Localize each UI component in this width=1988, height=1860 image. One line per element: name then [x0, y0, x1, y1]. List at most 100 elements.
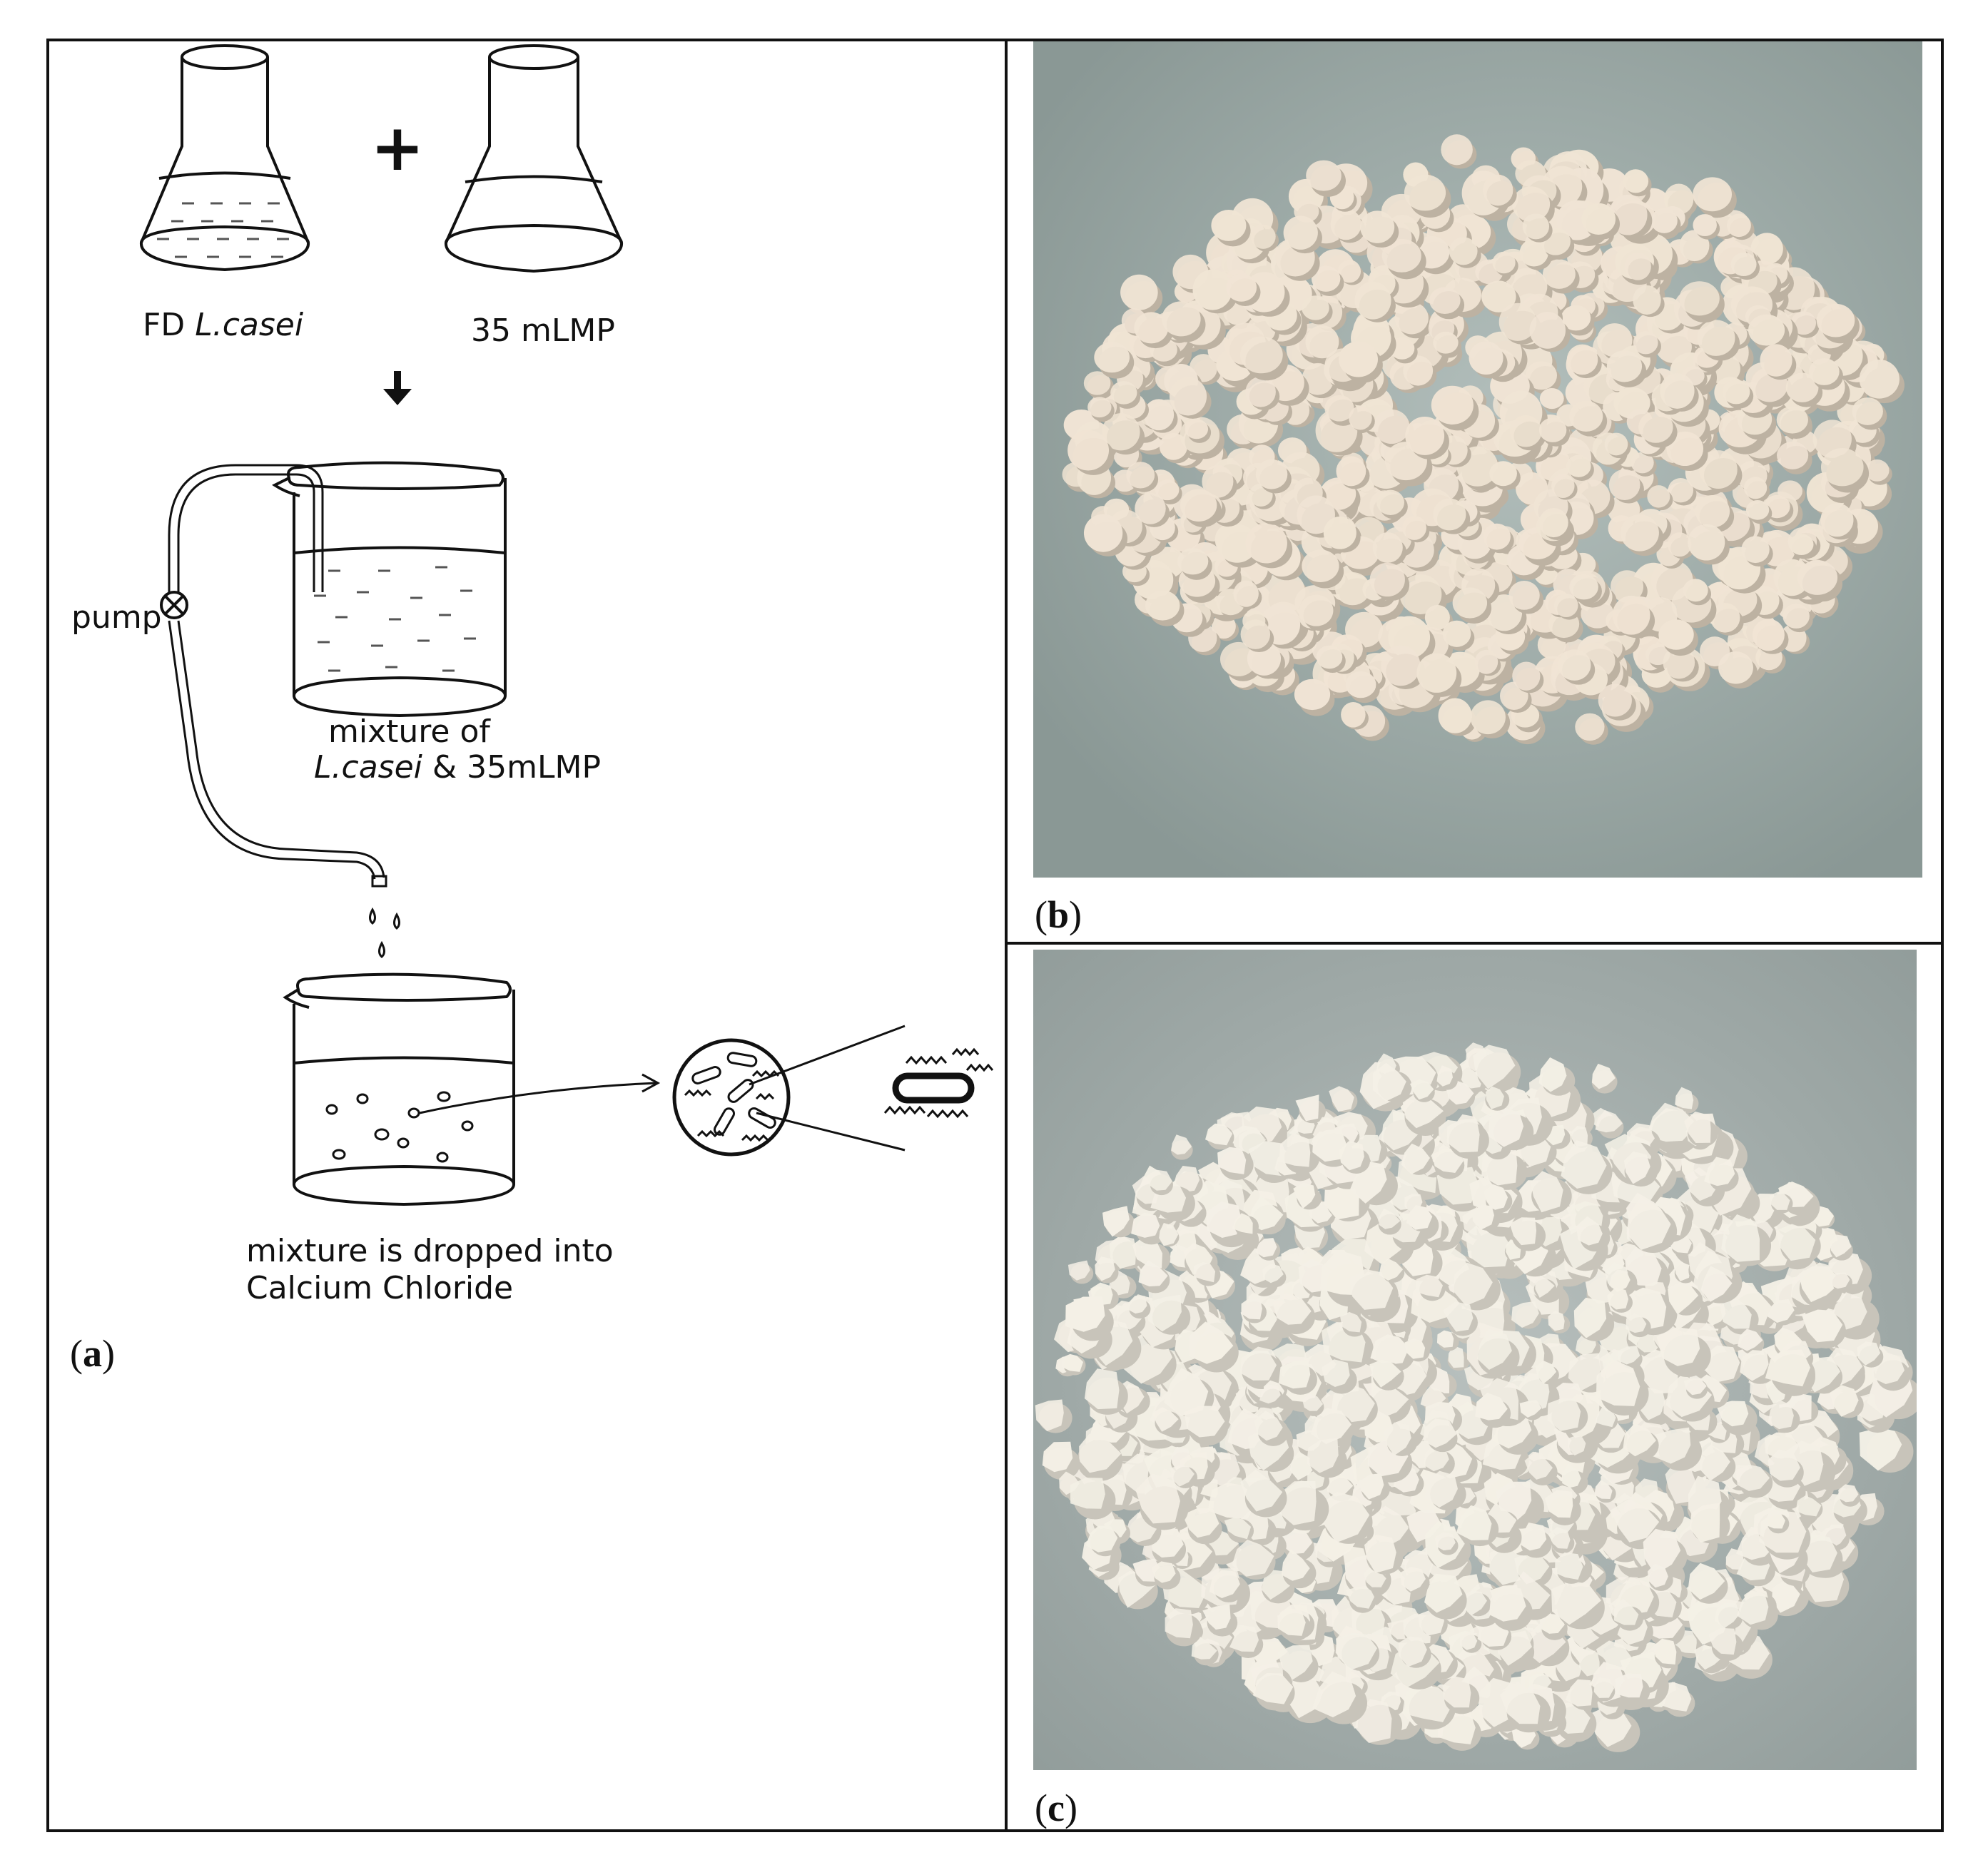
bead: [1147, 1169, 1172, 1191]
panel-c-beads: [1035, 1042, 1917, 1752]
bead: [1509, 1217, 1537, 1246]
bead: [1095, 1256, 1115, 1281]
bead: [1379, 1258, 1404, 1281]
bead: [1802, 1309, 1843, 1343]
bead: [1668, 478, 1694, 503]
bead: [1598, 683, 1632, 717]
flask-lcasei-label: FD L.casei: [143, 307, 304, 343]
bead: [1381, 238, 1421, 273]
bead: [1320, 1492, 1370, 1543]
bead: [1452, 587, 1488, 619]
bead: [1648, 1563, 1668, 1588]
bead: [1730, 252, 1757, 277]
bead: [1311, 1408, 1351, 1444]
bead: [1456, 1505, 1492, 1540]
bead: [1297, 495, 1335, 534]
bead: [1703, 1303, 1726, 1326]
bead: [1277, 1481, 1317, 1525]
down-arrow-icon: [383, 371, 412, 405]
bead: [1859, 1427, 1902, 1471]
bead: [1626, 1313, 1647, 1333]
flask-mlmp-label: 35 mLMP: [471, 312, 615, 349]
bead: [1217, 524, 1257, 563]
bead: [1436, 1330, 1454, 1348]
bead: [1134, 312, 1169, 344]
bead: [1675, 1087, 1694, 1109]
bead: [1565, 1679, 1593, 1707]
figure-frame: [46, 39, 1944, 1832]
bead: [1277, 1607, 1306, 1636]
bead: [1623, 1151, 1650, 1184]
bead: [1079, 1433, 1122, 1473]
bead: [1194, 1261, 1216, 1283]
bead: [1240, 1351, 1277, 1381]
bead: [1335, 571, 1371, 606]
bead: [1402, 515, 1426, 540]
bead: [1592, 1063, 1616, 1089]
bead: [1384, 1422, 1411, 1456]
bead: [1185, 419, 1209, 439]
bead: [1177, 548, 1209, 575]
bead: [1469, 341, 1503, 375]
panel-b-caption: (b): [1035, 893, 1082, 936]
bead: [1477, 1328, 1512, 1370]
bead: [1765, 1349, 1810, 1387]
bead: [1594, 1480, 1613, 1499]
bead: [1561, 1463, 1581, 1488]
bead: [1776, 1224, 1816, 1261]
pump-label: pump: [71, 599, 162, 636]
bead: [1094, 342, 1130, 373]
bead: [1192, 269, 1232, 310]
bead: [1481, 280, 1516, 312]
bead: [1548, 1527, 1571, 1549]
bead: [1402, 1684, 1454, 1722]
bead: [1554, 593, 1578, 617]
bead: [1410, 1079, 1434, 1100]
bead: [1404, 174, 1446, 211]
bead: [1512, 186, 1551, 222]
bead: [1558, 649, 1591, 681]
bead: [1699, 450, 1738, 489]
bead: [1339, 1141, 1364, 1171]
bead: [1448, 1345, 1464, 1368]
bead: [1035, 1399, 1064, 1431]
bead: [1697, 320, 1735, 356]
bead: [1829, 1234, 1852, 1258]
bead: [1349, 1269, 1394, 1310]
bead: [1722, 380, 1750, 405]
bead: [1489, 461, 1517, 487]
bead: [1128, 1296, 1147, 1314]
bead: [1424, 1418, 1457, 1448]
bead: [1708, 1627, 1737, 1655]
bead: [1797, 560, 1838, 595]
bead: [1250, 224, 1276, 249]
bead: [1442, 620, 1471, 647]
bead: [1340, 1311, 1362, 1333]
bead: [1241, 1298, 1262, 1320]
bead: [1618, 1346, 1640, 1365]
bead: [1305, 325, 1339, 359]
bead: [1624, 252, 1651, 280]
bead: [1202, 1604, 1231, 1630]
bead: [1776, 406, 1808, 434]
bead: [1299, 594, 1334, 626]
bead: [1512, 661, 1541, 691]
bead: [1859, 360, 1900, 399]
bead: [1789, 534, 1814, 555]
bead: [1443, 1301, 1474, 1332]
bead: [1462, 1590, 1487, 1616]
bead: [1381, 645, 1421, 686]
bead: [1372, 532, 1403, 563]
bead: [1330, 208, 1361, 240]
bead: [1593, 1677, 1615, 1698]
bead: [1329, 1086, 1354, 1112]
bead: [1042, 1441, 1073, 1473]
bead: [1345, 671, 1376, 698]
bead: [1226, 273, 1257, 302]
bead: [1217, 1147, 1247, 1174]
bead: [1561, 1140, 1607, 1189]
bead: [1169, 377, 1207, 416]
bead: [1638, 411, 1673, 443]
bead: [1483, 174, 1513, 206]
bead: [1769, 1191, 1790, 1210]
